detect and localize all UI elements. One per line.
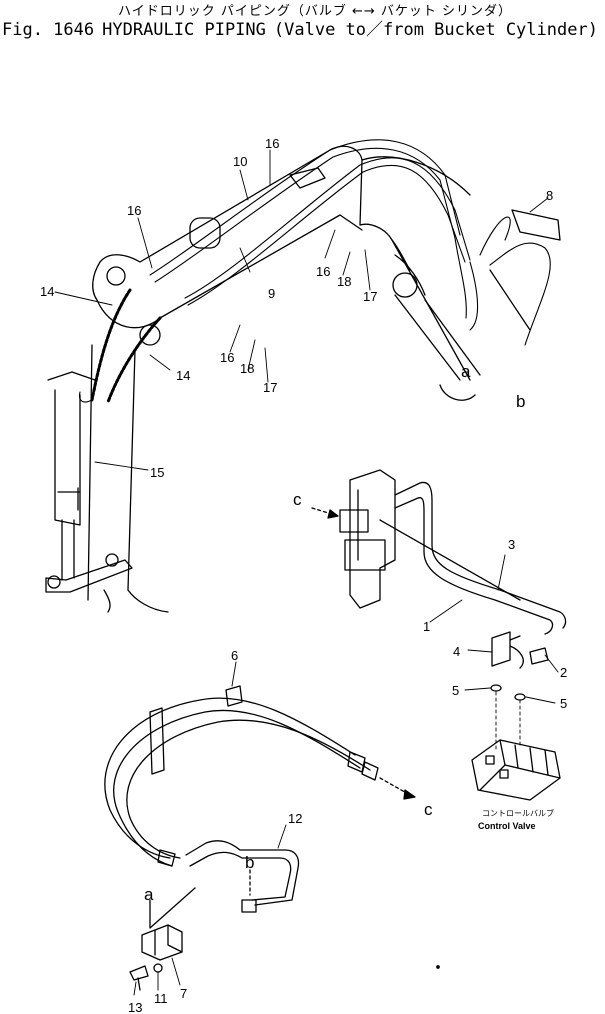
callout-13: 10 bbox=[233, 154, 247, 169]
lower-leader-lines bbox=[133, 661, 287, 996]
control-valve-jp-label: コントロールバルブ bbox=[482, 808, 554, 818]
callout-5-left: 5 bbox=[452, 683, 459, 698]
control-valve-en-label: Control Valve bbox=[478, 821, 536, 831]
valve-leader-lines bbox=[429, 554, 559, 704]
callout-4: 4 bbox=[453, 644, 460, 659]
connection-c-upper: c bbox=[293, 490, 302, 509]
lower-hose-assembly bbox=[104, 685, 440, 991]
callout-5-right: 5 bbox=[560, 696, 567, 711]
callout-16-lower: 16 bbox=[220, 350, 234, 365]
connection-c-lower: c bbox=[424, 800, 433, 819]
callout-16-mid: 16 bbox=[316, 264, 330, 279]
callout-12: 9 bbox=[268, 286, 275, 301]
boom-arm-assembly bbox=[45, 145, 561, 613]
callout-9: 11 bbox=[154, 991, 168, 1006]
callout-16-left: 16 bbox=[127, 203, 141, 218]
callout-3: 3 bbox=[508, 537, 515, 552]
valve-pipe-assembly bbox=[311, 469, 567, 801]
callout-18-lower: 18 bbox=[240, 361, 254, 376]
figure-title: HYDRAULIC PIPING bbox=[102, 20, 266, 40]
figure-subtitle: (Valve to／from Bucket Cylinder) bbox=[273, 20, 598, 40]
connection-b-upper: b bbox=[516, 392, 525, 411]
callout-17-lower: 17 bbox=[263, 380, 277, 395]
callout-10: 12 bbox=[288, 811, 302, 826]
english-title: Fig. 1646 HYDRAULIC PIPING (Valve to／from … bbox=[2, 15, 605, 40]
callout-18-upper: 18 bbox=[337, 274, 351, 289]
callout-labels: 16 10 16 14 14 15 9 16 18 17 16 18 17 8 … bbox=[40, 136, 567, 1014]
connection-b-lower: b bbox=[245, 853, 254, 872]
callout-17-upper: 17 bbox=[363, 289, 377, 304]
callout-14-mid: 14 bbox=[176, 368, 190, 383]
callout-14-left: 14 bbox=[40, 284, 54, 299]
connection-a-upper: a bbox=[461, 362, 471, 381]
figure-number: Fig. 1646 bbox=[2, 20, 95, 40]
japanese-title: ハイドロリック パイピング（バルブ ←→ バケット シリンダ） bbox=[118, 4, 513, 19]
callout-6: 6 bbox=[231, 648, 238, 663]
upper-hydraulic-lines bbox=[78, 139, 551, 404]
callout-15: 15 bbox=[150, 465, 164, 480]
callout-1: 1 bbox=[423, 619, 430, 634]
callout-2: 2 bbox=[560, 665, 567, 680]
callout-16-top: 16 bbox=[265, 136, 279, 151]
callout-7: 7 bbox=[180, 986, 187, 1001]
connection-a-lower: a bbox=[144, 885, 154, 904]
upper-leader-lines bbox=[54, 149, 549, 471]
callout-8: 13 bbox=[128, 1000, 142, 1014]
callout-11: 8 bbox=[546, 188, 553, 203]
